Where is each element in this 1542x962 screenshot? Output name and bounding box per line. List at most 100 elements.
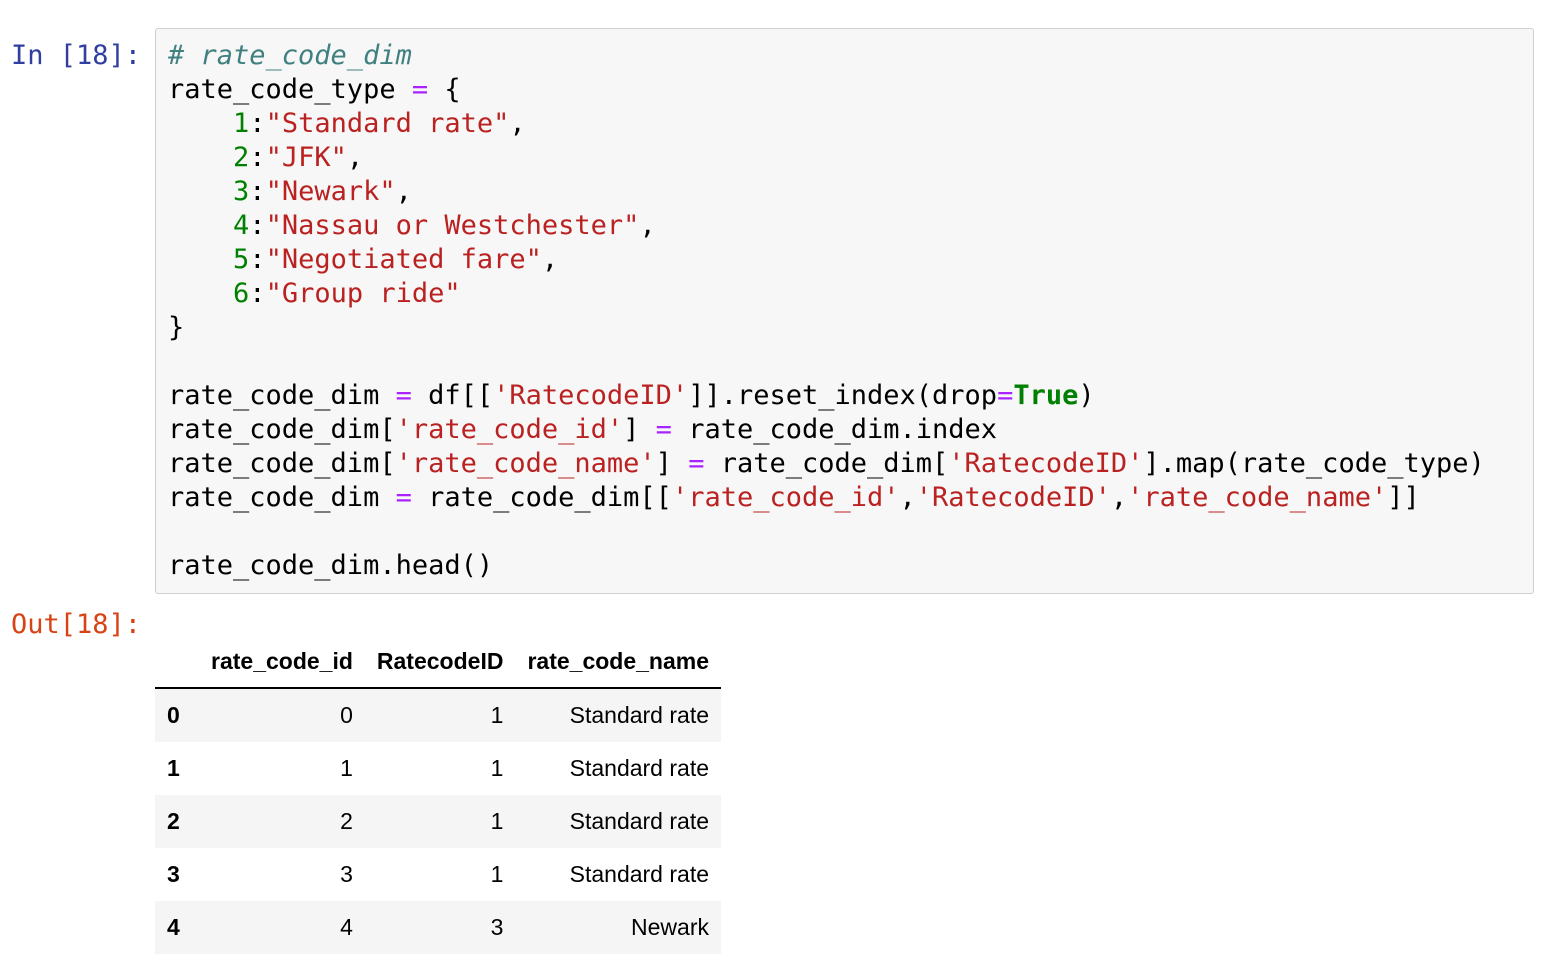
code-token: = (688, 448, 705, 479)
code-token: : (249, 142, 266, 173)
code-token: rate_code_type (168, 74, 412, 105)
code-token: 1 (233, 108, 250, 139)
code-token: , (639, 210, 656, 241)
code-token: 'RatecodeID' (493, 380, 689, 411)
row-index: 4 (167, 914, 180, 940)
table-cell: Standard rate (569, 861, 709, 887)
table-cell: Standard rate (569, 702, 709, 728)
code-token: rate_code_dim.head() (168, 550, 494, 581)
code-token: : (249, 278, 266, 309)
code-token: rate_code_dim.index (671, 414, 998, 445)
code-token: 4 (233, 210, 250, 241)
code-token: 5 (233, 244, 250, 275)
code-token: 6 (233, 278, 250, 309)
table-cell: Standard rate (569, 755, 709, 781)
code-line: 3:"Newark", (168, 175, 1521, 209)
code-token: rate_code_dim[ (168, 414, 396, 445)
code-line: 5:"Negotiated fare", (168, 243, 1521, 277)
code-token: , (346, 142, 364, 173)
code-token (168, 278, 233, 309)
code-token: 'rate_code_id' (671, 482, 900, 513)
code-token: "Standard rate" (265, 108, 510, 139)
column-header: rate_code_id (199, 642, 365, 689)
code-line: rate_code_type = { (168, 73, 1521, 107)
code-token: : (249, 210, 266, 241)
code-token: = (997, 380, 1014, 411)
code-line: rate_code_dim['rate_code_name'] = rate_c… (168, 447, 1521, 481)
row-index: 1 (167, 755, 180, 781)
row-index: 0 (167, 702, 180, 728)
code-token: "Negotiated fare" (265, 244, 542, 275)
code-token: "Newark" (265, 176, 396, 207)
code-token: , (395, 176, 412, 207)
code-line: rate_code_dim = df[['RatecodeID']].reset… (168, 379, 1521, 413)
code-line: } (168, 311, 1521, 345)
code-token: rate_code_dim[[ (411, 482, 672, 513)
code-line: rate_code_dim.head() (168, 549, 1521, 583)
code-token: # rate_code_dim (168, 40, 412, 71)
table-cell: 4 (340, 914, 353, 940)
code-token: "JFK" (265, 142, 347, 173)
code-line: 6:"Group ride" (168, 277, 1521, 311)
code-token: : (249, 108, 266, 139)
table-cell: 0 (340, 702, 353, 728)
code-token: ]].reset_index(drop (688, 380, 998, 411)
table-cell: 1 (490, 808, 504, 834)
table-cell: 3 (340, 861, 353, 887)
code-line: 4:"Nassau or Westchester", (168, 209, 1521, 243)
table-cell: Standard rate (569, 808, 709, 834)
table-cell: Newark (631, 914, 709, 940)
code-token: , (899, 482, 916, 513)
table-cell: 1 (490, 755, 504, 781)
code-token: 'rate_code_id' (395, 414, 624, 445)
code-token: ] (655, 448, 689, 479)
code-token: { (428, 74, 461, 105)
code-line: rate_code_dim = rate_code_dim[['rate_cod… (168, 481, 1521, 515)
code-token: 3 (233, 176, 250, 207)
code-token: 'rate_code_name' (395, 448, 656, 479)
code-token: rate_code_dim (168, 482, 396, 513)
code-line: # rate_code_dim (168, 39, 1521, 73)
code-token: rate_code_dim[ (168, 448, 396, 479)
code-token: = (395, 380, 412, 411)
code-token (168, 244, 233, 275)
code-token: df[[ (411, 380, 494, 411)
code-token: , (1110, 482, 1128, 513)
code-token: True (1013, 380, 1079, 411)
code-token: = (395, 482, 412, 513)
code-token: = (655, 414, 672, 445)
code-token (168, 142, 233, 173)
code-token: = (411, 74, 429, 105)
code-token: 'rate_code_name' (1127, 482, 1388, 513)
code-token (168, 176, 233, 207)
code-token: rate_code_dim (168, 380, 396, 411)
row-index: 2 (167, 808, 180, 834)
column-header: RatecodeID (364, 642, 516, 689)
code-token: "Group ride" (265, 278, 461, 309)
code-line (168, 515, 1521, 549)
code-line (168, 345, 1521, 379)
code-token: , (541, 244, 559, 275)
table-cell: 2 (340, 808, 353, 834)
output-prompt: Out[18]: (10, 609, 141, 640)
table-cell: 1 (490, 861, 504, 887)
code-token: : (249, 176, 266, 207)
code-token: ].map(rate_code_type) (1143, 448, 1485, 479)
code-line: 2:"JFK", (168, 141, 1521, 175)
code-token: ] (623, 414, 656, 445)
code-token: 'RatecodeID' (915, 482, 1111, 513)
